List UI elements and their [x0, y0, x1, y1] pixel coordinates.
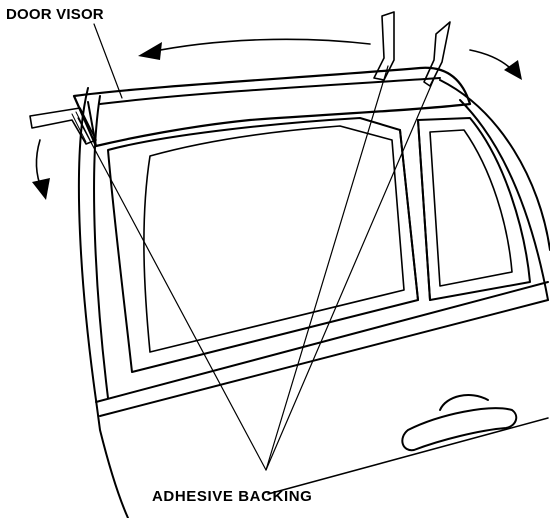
- door-visor-crease: [99, 77, 441, 105]
- window-glass: [143, 125, 405, 353]
- door-visor-shape: [72, 66, 472, 148]
- rear-pillar-line: [459, 99, 549, 301]
- arrow-right-head-icon: [504, 60, 522, 80]
- leader-line-rear-2: [265, 73, 437, 471]
- leader-line-front: [77, 117, 267, 471]
- beltline-upper: [95, 281, 549, 403]
- door-panel-crease: [267, 417, 549, 495]
- beltline-lower: [99, 299, 549, 417]
- tape-strip-front: [29, 107, 97, 145]
- door-handle-recess: [439, 394, 489, 411]
- arrow-top-head-icon: [138, 42, 162, 60]
- door-handle: [401, 407, 518, 452]
- quarter-window-frame: [417, 117, 531, 301]
- door-visor-label: DOOR VISOR: [6, 6, 104, 23]
- arrow-top-curve: [149, 38, 371, 53]
- window-frame: [107, 117, 419, 373]
- tape-strip-rear-2: [423, 21, 451, 87]
- leader-line-visor: [93, 23, 123, 99]
- quarter-window-glass: [429, 129, 513, 287]
- leader-line-rear-1: [265, 65, 389, 471]
- adhesive-backing-label: ADHESIVE BACKING: [152, 488, 313, 505]
- arrow-left-head-icon: [32, 178, 50, 200]
- car-body-inner-outline: [93, 95, 109, 399]
- roof-line: [439, 79, 550, 251]
- center-pillar: [399, 129, 419, 301]
- car-body-outline: [77, 87, 129, 518]
- center-pillar-2: [417, 119, 431, 301]
